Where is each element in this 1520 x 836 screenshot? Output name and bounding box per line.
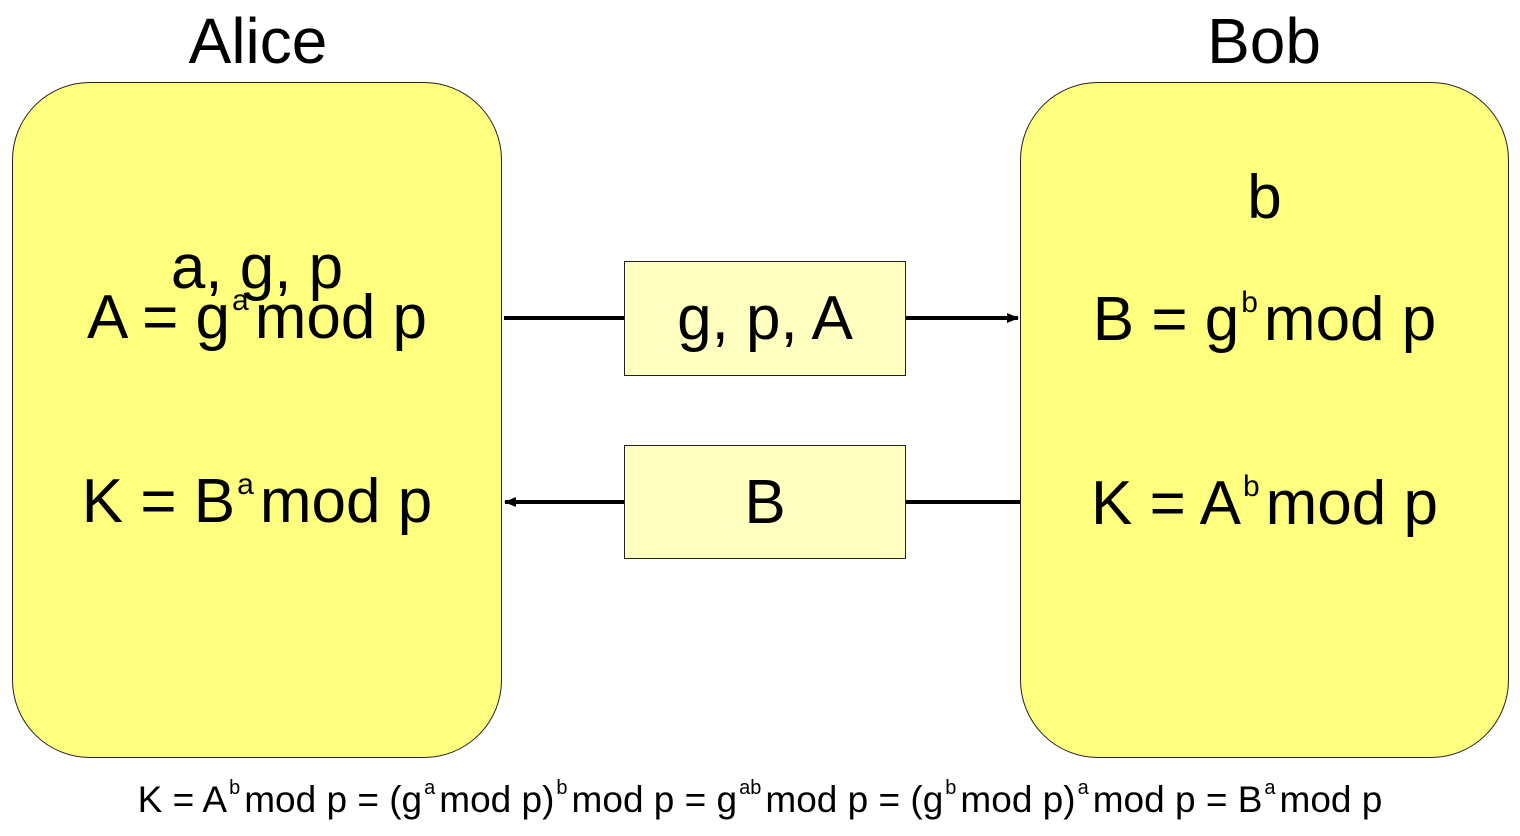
formula-rhs: mod p xyxy=(1263,285,1437,354)
formula-exponent: b xyxy=(1241,286,1258,319)
equation-exponent: ab xyxy=(739,777,762,799)
formula-exponent: a xyxy=(237,468,254,501)
alice-public-key-formula: A = gamod p xyxy=(13,283,501,364)
bob-title: Bob xyxy=(1207,5,1321,77)
equation-exponent: a xyxy=(424,777,436,799)
equation-part: K = A xyxy=(137,779,228,820)
equation-part: mod p = (g xyxy=(244,779,423,820)
equation-exponent: b xyxy=(945,777,957,799)
equation-exponent: a xyxy=(1077,777,1089,799)
equation-part: mod p = B xyxy=(1092,779,1263,820)
formula-lhs: K = B xyxy=(81,467,236,536)
bob-public-key-formula: B = gbmod p xyxy=(1021,285,1508,366)
equation-exponent: a xyxy=(1264,777,1276,799)
formula-lhs: B = g xyxy=(1092,285,1240,354)
message-to-bob-label: g, p, A xyxy=(677,284,853,353)
alice-values: a, g, p xyxy=(170,233,344,302)
alice-title: Alice xyxy=(188,5,328,77)
equation-exponent: b xyxy=(556,777,568,799)
message-to-alice-label: B xyxy=(744,467,786,537)
alice-box: a, g, p A = gamod p K = Bamod p xyxy=(12,82,502,758)
formula-exponent: b xyxy=(1242,470,1260,503)
formula-rhs: mod p xyxy=(254,283,428,352)
alice-shared-key-formula: K = Bamod p xyxy=(13,467,501,548)
bob-shared-key-formula: K = Abmod p xyxy=(1021,469,1508,550)
equation-part: mod p = g xyxy=(571,779,738,820)
equation-part: mod p) xyxy=(960,779,1076,820)
bob-box: b B = gbmod p K = Abmod p xyxy=(1020,82,1509,758)
message-to-alice: B xyxy=(624,445,906,559)
equation-exponent: b xyxy=(229,777,241,799)
formula-exponent: a xyxy=(232,284,249,317)
bob-values: b xyxy=(1247,163,1282,232)
formula-lhs: K = A xyxy=(1091,469,1241,538)
formula-lhs: A = g xyxy=(86,283,231,352)
formula-rhs: mod p xyxy=(259,467,433,536)
message-to-bob: g, p, A xyxy=(624,261,906,376)
formula-rhs: mod p xyxy=(1265,469,1438,538)
equation-part: mod p xyxy=(1279,779,1383,820)
equation-part: mod p) xyxy=(439,779,555,820)
equation-part: mod p = (g xyxy=(765,779,944,820)
